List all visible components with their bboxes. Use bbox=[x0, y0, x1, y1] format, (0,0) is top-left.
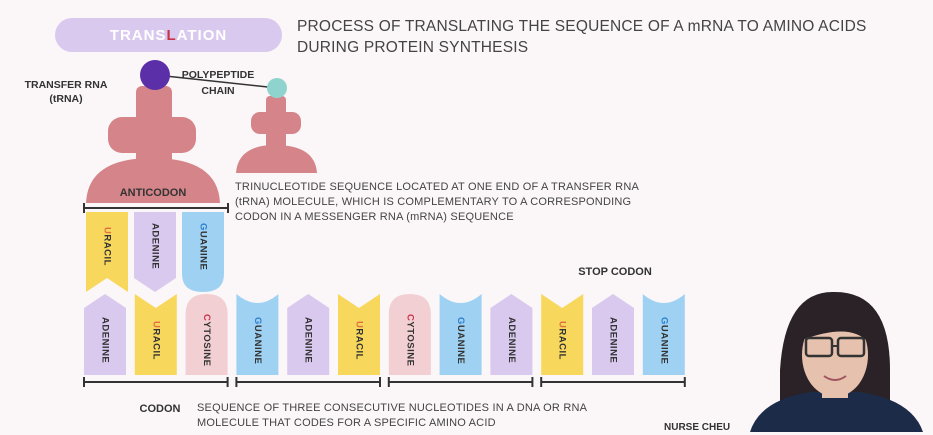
anticodon-base-label-rest: UANINE bbox=[197, 230, 209, 270]
peptide-bond bbox=[155, 74, 278, 89]
mrna-base-label-rest: RACIL bbox=[150, 327, 162, 360]
codon-bracket-2 bbox=[235, 377, 381, 387]
mrna-base-label-first-letter: A bbox=[99, 317, 111, 325]
mrna-base-label-first-letter: C bbox=[201, 314, 213, 322]
badge-text-post: ATION bbox=[176, 26, 228, 44]
trna-large bbox=[86, 86, 220, 203]
mrna-base-label-first-letter: U bbox=[353, 320, 365, 328]
amino-acid-2 bbox=[267, 78, 287, 98]
polypeptide-label-line-2: CHAIN bbox=[201, 85, 235, 97]
mrna-base-label-0: ADENINE bbox=[100, 317, 111, 363]
anticodon-base-adenine bbox=[134, 212, 176, 292]
trna-label-line-2: (tRNA) bbox=[49, 93, 83, 105]
trna-label-line-1: TRANSFER RNA bbox=[24, 79, 108, 91]
page-title: PROCESS OF TRANSLATING THE SEQUENCE OF A… bbox=[297, 16, 897, 58]
anticodon-base-uracil bbox=[86, 212, 128, 292]
title-line-1: PROCESS OF TRANSLATING THE SEQUENCE OF A… bbox=[297, 18, 867, 35]
anticodon-base-label-rest: DENINE bbox=[149, 230, 161, 270]
mrna-base-label-rest: YTOSINE bbox=[201, 321, 213, 367]
mrna-base-label-rest: DENINE bbox=[302, 324, 314, 364]
mrna-base-label-rest: UANINE bbox=[251, 324, 263, 364]
presenter-webcam bbox=[740, 270, 933, 432]
mrna-base-label-first-letter: G bbox=[455, 316, 467, 325]
anticodon-base-label-first-letter: U bbox=[101, 226, 113, 234]
mrna-base-label-rest: RACIL bbox=[353, 327, 365, 360]
codon-desc-line-1: SEQUENCE OF THREE CONSECUTIVE NUCLEOTIDE… bbox=[197, 402, 588, 414]
polypeptide-label: POLYPEPTIDE CHAIN bbox=[172, 68, 264, 98]
amino-acid-1 bbox=[140, 60, 170, 90]
mrna-base-label-rest: YTOSINE bbox=[404, 321, 416, 367]
title-line-2: DURING PROTEIN SYNTHESIS bbox=[297, 39, 529, 56]
badge-text-pre: TRANS bbox=[109, 26, 167, 44]
mrna-base-guanine bbox=[439, 294, 482, 375]
codon-bracket-3 bbox=[387, 377, 534, 387]
mrna-base-label-first-letter: G bbox=[251, 316, 263, 325]
mrna-base-label-9: URACIL bbox=[557, 321, 568, 360]
codon-label: CODON bbox=[139, 403, 181, 415]
mrna-base-label-3: GUANINE bbox=[252, 317, 263, 364]
polypeptide-label-line-1: POLYPEPTIDE bbox=[181, 69, 255, 81]
anticodon-description: TRINUCLEOTIDE SEQUENCE LOCATED AT ONE EN… bbox=[235, 180, 715, 225]
mrna-base-label-first-letter: G bbox=[658, 316, 670, 325]
mrna-base-label-rest: UANINE bbox=[658, 324, 670, 364]
mrna-base-adenine bbox=[490, 294, 533, 375]
anticodon-base-label-first-letter: A bbox=[149, 223, 161, 231]
mrna-base-label-first-letter: U bbox=[150, 320, 162, 328]
trna-label: TRANSFER RNA (tRNA) bbox=[10, 78, 122, 106]
mrna-base-cytosine bbox=[388, 294, 431, 375]
codon-bracket-4 bbox=[540, 377, 686, 387]
mrna-base-label-rest: DENINE bbox=[607, 324, 619, 364]
mrna-base-label-1: URACIL bbox=[150, 321, 161, 360]
codon-description: SEQUENCE OF THREE CONSECUTIVE NUCLEOTIDE… bbox=[197, 401, 677, 431]
anticodon-desc-line-1: TRINUCLEOTIDE SEQUENCE LOCATED AT ONE EN… bbox=[235, 181, 639, 193]
mrna-base-guanine bbox=[642, 294, 685, 375]
mrna-base-uracil bbox=[541, 294, 584, 375]
mrna-base-label-first-letter: U bbox=[556, 320, 568, 328]
trna-small bbox=[236, 96, 317, 173]
anticodon-base-guanine bbox=[182, 212, 224, 292]
mrna-base-label-8: ADENINE bbox=[506, 317, 517, 363]
codon-desc-line-2: MOLECULE THAT CODES FOR A SPECIFIC AMINO… bbox=[197, 417, 496, 429]
mrna-base-adenine bbox=[84, 294, 126, 375]
mrna-base-cytosine bbox=[185, 294, 228, 375]
mrna-base-label-6: CYTOSINE bbox=[404, 314, 415, 366]
anticodon-label: ANTICODON bbox=[119, 187, 187, 199]
mrna-base-guanine bbox=[236, 294, 279, 375]
stop-codon-label: STOP CODON bbox=[578, 266, 652, 278]
mrna-base-label-first-letter: A bbox=[302, 317, 314, 325]
mrna-base-label-11: GUANINE bbox=[658, 317, 669, 364]
anticodon-base-label-1: ADENINE bbox=[150, 223, 161, 269]
mrna-base-label-2: CYTOSINE bbox=[201, 314, 212, 366]
mrna-base-label-first-letter: A bbox=[505, 317, 517, 325]
mrna-base-label-rest: RACIL bbox=[556, 327, 568, 360]
mrna-base-adenine bbox=[592, 294, 634, 375]
mrna-base-adenine bbox=[287, 294, 330, 375]
anticodon-bracket bbox=[83, 203, 229, 213]
watermark-text: NURSE CHEU bbox=[664, 422, 731, 433]
mrna-base-uracil bbox=[134, 294, 177, 375]
anticodon-base-label-0: URACIL bbox=[102, 227, 113, 266]
mrna-base-label-rest: DENINE bbox=[505, 324, 517, 364]
mrna-base-uracil bbox=[338, 294, 380, 375]
badge-text-mid: L bbox=[166, 26, 177, 44]
anticodon-base-label-first-letter: G bbox=[197, 222, 209, 231]
codon-bracket-1 bbox=[83, 377, 229, 387]
anticodon-desc-line-3: CODON IN A MESSENGER RNA (mRNA) SEQUENCE bbox=[235, 211, 514, 223]
mrna-base-label-first-letter: C bbox=[404, 314, 416, 322]
anticodon-base-label-2: GUANINE bbox=[198, 223, 209, 270]
mrna-base-label-5: URACIL bbox=[354, 321, 365, 360]
mrna-base-label-rest: DENINE bbox=[99, 324, 111, 364]
anticodon-desc-line-2: (tRNA) MOLECULE, WHICH IS COMPLEMENTARY … bbox=[235, 196, 632, 208]
mrna-base-label-rest: UANINE bbox=[455, 324, 467, 364]
mrna-base-label-7: GUANINE bbox=[455, 317, 466, 364]
mrna-base-label-first-letter: A bbox=[607, 317, 619, 325]
presenter-figure bbox=[740, 270, 933, 432]
mrna-base-label-10: ADENINE bbox=[608, 317, 619, 363]
anticodon-base-label-rest: RACIL bbox=[101, 233, 113, 266]
mrna-base-label-4: ADENINE bbox=[303, 317, 314, 363]
